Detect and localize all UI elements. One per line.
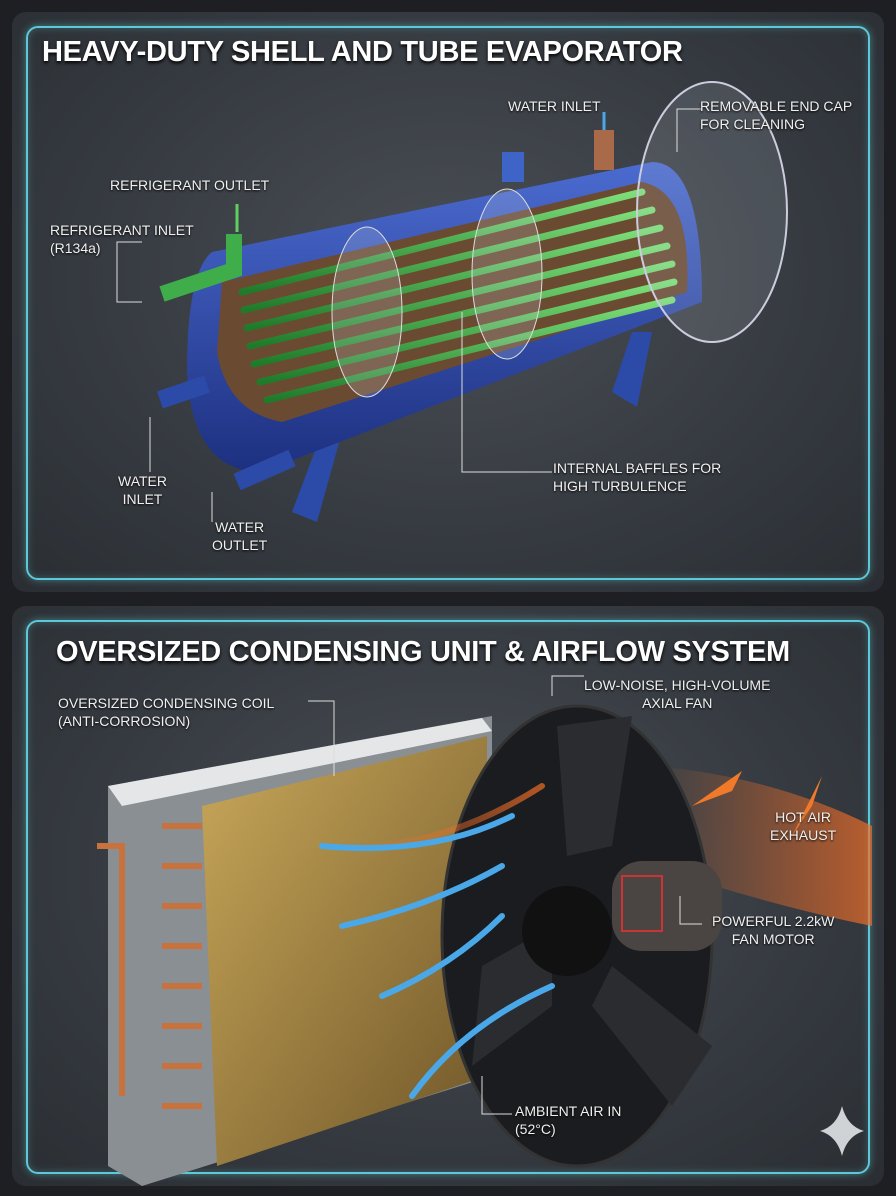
condenser-illustration: [97, 675, 872, 1186]
end-cap-label: REMOVABLE END CAP FOR CLEANING: [700, 97, 852, 133]
fan-label: LOW-NOISE, HIGH-VOLUME AXIAL FAN: [584, 676, 770, 712]
sparkle-icon: [820, 1106, 864, 1156]
water-outlet-label: WATER OUTLET: [212, 518, 267, 554]
label-line: OVERSIZED CONDENSING COIL: [58, 695, 275, 711]
label-line: (ANTI-CORROSION): [58, 713, 191, 729]
motor-cutaway: [621, 875, 663, 932]
label-line: REFRIGERANT INLET: [50, 222, 194, 238]
refrigerant-inlet-label: REFRIGERANT INLET (R134a): [50, 221, 194, 257]
label-line: AMBIENT AIR IN: [515, 1103, 622, 1119]
baffles-label: INTERNAL BAFFLES FOR HIGH TURBULENCE: [553, 459, 721, 495]
baffles: [331, 188, 543, 398]
leader-lines: [308, 675, 702, 1115]
label-line: HIGH TURBULENCE: [553, 478, 687, 494]
water-inlet-top-label: WATER INLET: [508, 98, 601, 114]
label-line: FOR CLEANING: [700, 116, 806, 132]
label-line: POWERFUL 2.2kW: [712, 913, 835, 929]
label-line: WATER: [215, 519, 265, 535]
motor-label: POWERFUL 2.2kW FAN MOTOR: [712, 912, 834, 948]
exhaust-label: HOT AIR EXHAUST: [770, 808, 836, 844]
label-line: FAN MOTOR: [731, 931, 815, 947]
label-line: HOT AIR: [775, 809, 831, 825]
water-outlet-nozzle: [233, 449, 296, 491]
label-line: AXIAL FAN: [642, 695, 713, 711]
label-line: (52°C): [515, 1121, 556, 1137]
support-leg: [292, 432, 342, 522]
panel-border: [26, 26, 870, 580]
top-flange: [502, 152, 524, 182]
evaporator-panel: HEAVY-DUTY SHELL AND TUBE EVAPORATOR WAT…: [12, 12, 884, 592]
refrigerant-pipe: [159, 234, 242, 302]
coil-label: OVERSIZED CONDENSING COIL (ANTI-CORROSION…: [58, 694, 274, 730]
refrigerant-outlet-label: REFRIGERANT OUTLET: [110, 177, 270, 193]
fan-hub: [522, 886, 612, 976]
label-line: REMOVABLE END CAP: [700, 98, 853, 114]
leader-lines: [116, 108, 702, 522]
label-line: (R134a): [50, 240, 101, 256]
fan-motor: [612, 861, 722, 951]
label-line: LOW-NOISE, HIGH-VOLUME: [584, 677, 771, 693]
label-line: WATER: [118, 473, 167, 489]
panel-title: HEAVY-DUTY SHELL AND TUBE EVAPORATOR: [42, 36, 683, 68]
ambient-air-label: AMBIENT AIR IN (52°C): [515, 1102, 621, 1138]
airflow-arrows: [319, 783, 555, 1099]
label-line: INTERNAL BAFFLES FOR: [553, 460, 722, 476]
water-inlet-nozzle: [157, 375, 210, 409]
evaporator-illustration: [116, 81, 788, 522]
condenser-panel: OVERSIZED CONDENSING UNIT & AIRFLOW SYST…: [12, 606, 884, 1186]
label-line: EXHAUST: [770, 827, 837, 843]
support-leg: [612, 332, 652, 407]
label-line: OUTLET: [212, 537, 268, 553]
tube-bundle: [238, 188, 678, 404]
copper-tubes: [97, 823, 202, 1109]
water-inlet-pipe: [594, 130, 614, 170]
fan-blades: [472, 716, 712, 1106]
end-cap: [636, 81, 788, 343]
water-inlet-label: WATER INLET: [118, 472, 167, 508]
coil-top-plate: [108, 718, 492, 806]
hot-air-arrows: [692, 771, 822, 836]
panel-title: OVERSIZED CONDENSING UNIT & AIRFLOW SYST…: [56, 636, 790, 668]
hot-air-plume: [652, 766, 872, 926]
label-line: INLET: [122, 491, 163, 507]
